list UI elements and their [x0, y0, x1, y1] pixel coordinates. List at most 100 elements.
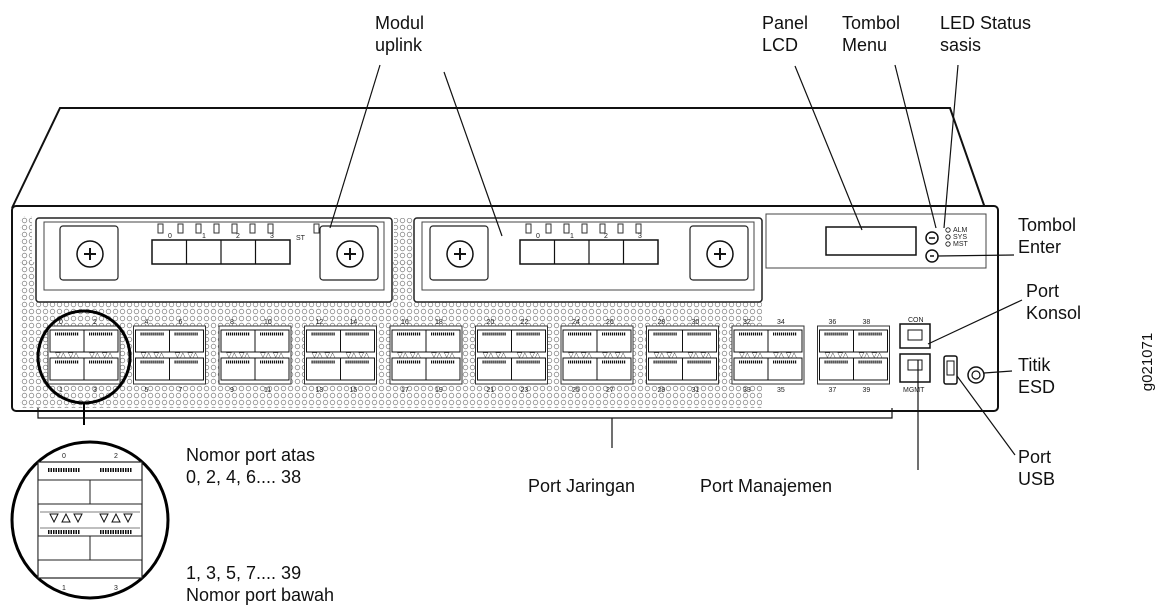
zoom-bottom-port-number: 3 — [114, 585, 118, 592]
port-number-bottom: 33 — [743, 387, 751, 394]
port-number-bottom: 29 — [658, 387, 666, 394]
vent-area-center-strip — [394, 218, 414, 268]
port-led-icon: ▽△ ▽△ — [483, 352, 507, 359]
network-ports-label: Port Jaringan — [528, 476, 636, 496]
port-led-icon: ▽△ ▽△ — [89, 352, 113, 359]
port-led-icon: ▽△ ▽△ — [397, 352, 421, 359]
port-led-icon: ▽△ ▽△ — [859, 352, 883, 359]
uplink-port-number: 1 — [202, 233, 206, 240]
port-number-bottom: 31 — [692, 387, 700, 394]
uplink-port-number: 3 — [270, 233, 274, 240]
port-led-icon: ▽△ ▽△ — [602, 352, 626, 359]
port-number-top: 2 — [93, 319, 97, 326]
port-number-top: 26 — [606, 319, 614, 326]
port-number-top: 38 — [863, 319, 871, 326]
port-number-bottom: 3 — [93, 387, 97, 394]
port-number-bottom: 39 — [863, 387, 871, 394]
port-group: ▽△ ▽△ 28 29 ▽△ ▽△ 30 31 — [646, 319, 719, 394]
port-group: ▽△ ▽△ 16 17 ▽△ ▽△ 18 19 — [389, 319, 463, 394]
port-number-top: 32 — [743, 319, 751, 326]
uplink-port-number: 1 — [570, 233, 574, 240]
port-number-top: 30 — [692, 319, 700, 326]
uplink-port-number: 0 — [536, 233, 540, 240]
port-number-bottom: 9 — [230, 387, 234, 394]
port-number-top: 14 — [350, 319, 358, 326]
led-alm-label: ALM — [953, 227, 968, 234]
figure-code: g021071 — [1139, 333, 1156, 391]
port-number-top: 0 — [59, 319, 63, 326]
uplink-port-number: 2 — [236, 233, 240, 240]
led-alm-icon — [945, 227, 951, 233]
leader-lines — [329, 64, 1023, 470]
mgmt-label: MGMT — [903, 387, 925, 394]
port-number-bottom: 11 — [264, 387, 271, 394]
port-led-icon: ▽△ ▽△ — [226, 352, 250, 359]
port-led-icon: ▽△ ▽△ — [55, 352, 79, 359]
port-number-top: 10 — [264, 319, 272, 326]
port-led-icon: ▽△ ▽△ — [654, 352, 678, 359]
port-led-icon: ▽△ ▽△ — [825, 352, 849, 359]
network-ports-bracket — [37, 408, 893, 448]
port-number-top: 24 — [572, 319, 580, 326]
port-led-icon: ▽△ ▽△ — [346, 352, 370, 359]
port-led-icon: ▽△ ▽△ — [175, 352, 199, 359]
status-leds: ALM SYS MST — [945, 227, 969, 248]
zoom-top-port-number: 0 — [62, 453, 66, 460]
port-group: ▽△ ▽△45▽△ ▽△67 — [133, 319, 206, 394]
network-port-groups: ▽△ ▽△01▽△ ▽△23▽△ ▽△45▽△ ▽△67▽△ ▽△89▽△ ▽△… — [47, 319, 890, 394]
port-number-top: 4 — [145, 319, 149, 326]
port-number-bottom: 15 — [350, 387, 358, 394]
port-led-icon: ▽△ ▽△ — [141, 352, 165, 359]
port-group: ▽△ ▽△ 0 1 ▽△ ▽△ 2 3 — [47, 319, 121, 394]
port-number-bottom: 19 — [435, 387, 443, 394]
port-number-bottom: 13 — [316, 387, 324, 394]
port-number-bottom: 23 — [521, 387, 529, 394]
port-led-icon: ▽△ ▽△ — [773, 352, 797, 359]
port-number-top: 20 — [487, 319, 495, 326]
port-number-top: 18 — [435, 319, 443, 326]
con-label: CON — [908, 317, 924, 324]
port-led-icon: ▽△ ▽△ — [312, 352, 336, 359]
uplink-port-number: 0 — [168, 233, 172, 240]
port-number-bottom: 25 — [572, 387, 580, 394]
port-led-icon: ▽△ ▽△ — [739, 352, 763, 359]
uplink-port-number: 2 — [604, 233, 608, 240]
port-led-icon: ▽△ ▽△ — [688, 352, 712, 359]
port-number-top: 28 — [658, 319, 666, 326]
port-number-bottom: 35 — [777, 387, 785, 394]
zoom-top-port-number: 2 — [114, 453, 118, 460]
port-number-bottom: 17 — [401, 387, 409, 394]
port-number-top: 8 — [230, 319, 234, 326]
port-group: ▽△ ▽△ 24 25 ▽△ ▽△ 26 27 — [560, 319, 634, 394]
port-number-top: 12 — [316, 319, 324, 326]
port-led-icon: ▽△ ▽△ — [568, 352, 592, 359]
zoom-detail: 0 2 1 3 — [10, 440, 170, 600]
port-number-top: 16 — [401, 319, 409, 326]
uplink-st-label: ST — [296, 235, 306, 242]
port-number-top: 34 — [777, 319, 785, 326]
lcd-screen — [825, 226, 917, 256]
port-led-icon: ▽△ ▽△ — [517, 352, 541, 359]
zoom-bottom-port-number: 1 — [62, 585, 66, 592]
uplink-module-2: 0 1 2 3 — [413, 217, 763, 303]
uplink-module-1: 0 1 2 3 ST — [35, 217, 393, 303]
port-led-icon: ▽△ ▽△ — [431, 352, 455, 359]
management-port-label: Port Manajemen — [700, 476, 833, 496]
port-number-bottom: 27 — [606, 387, 614, 394]
led-mst-label: MST — [953, 241, 969, 248]
chassis-top — [11, 107, 986, 209]
port-number-top: 22 — [521, 319, 529, 326]
vent-area-left-strip — [20, 216, 32, 266]
port-number-bottom: 1 — [59, 387, 63, 394]
